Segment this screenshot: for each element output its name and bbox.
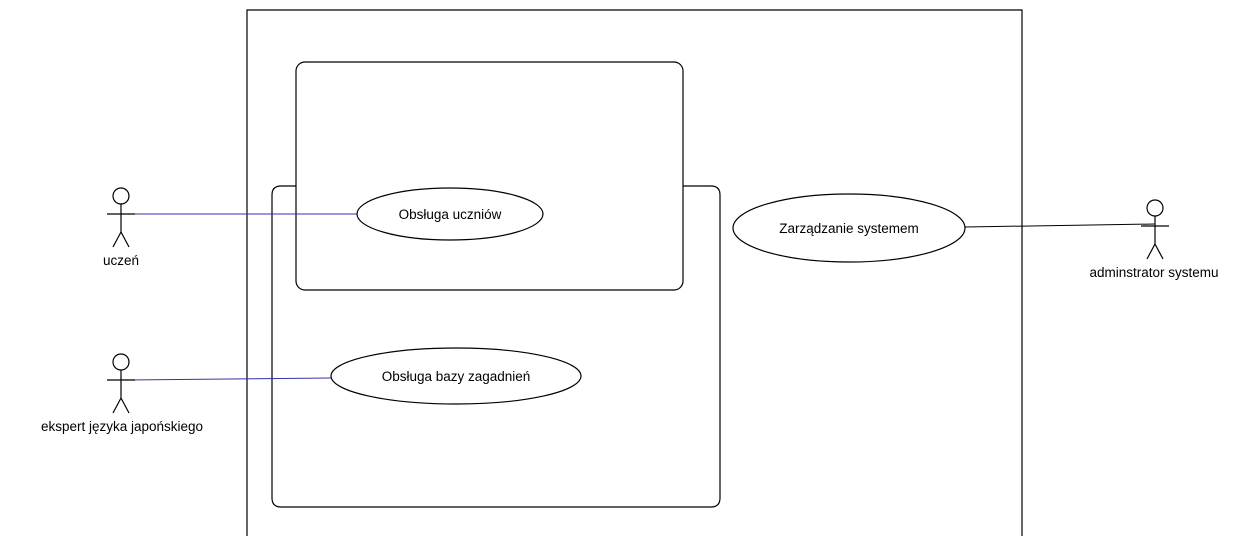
use-case-system-mgmt[interactable]: Zarządzanie systemem (732, 193, 966, 263)
actor-leg-left (112, 397, 122, 414)
use-case-topics-db-label: Obsługa bazy zagadnień (382, 369, 531, 384)
actor-student-label: uczeń (103, 253, 139, 268)
actor-leg-left (1146, 243, 1156, 260)
use-case-students[interactable]: Obsługa uczniów (356, 187, 544, 241)
actor-head (112, 353, 130, 371)
actor-leg-right (120, 397, 130, 414)
system-boundary (246, 9, 1023, 536)
use-case-students-label: Obsługa uczniów (399, 207, 502, 222)
actor-student[interactable]: uczeń (103, 187, 139, 268)
association-expert (120, 377, 332, 381)
use-case-system-mgmt-label: Zarządzanie systemem (779, 221, 919, 236)
use-case-topics-db[interactable]: Obsługa bazy zagadnień (330, 347, 582, 405)
use-case-ellipse (330, 347, 582, 405)
use-case-ellipse (732, 193, 966, 263)
actor-admin-label: adminstrator systemu (1089, 265, 1218, 280)
package-upper (295, 61, 684, 291)
actor-leg-right (120, 231, 130, 248)
actor-leg-left (112, 231, 122, 248)
association-admin (964, 223, 1156, 228)
actor-admin[interactable]: adminstrator systemu (1089, 199, 1219, 280)
actor-head (1146, 199, 1164, 217)
actor-expert-label: ekspert języka japońskiego (41, 419, 203, 434)
package-lower (271, 185, 721, 508)
actor-leg-right (1154, 243, 1164, 260)
use-case-ellipse (356, 187, 544, 241)
actor-head (112, 187, 130, 205)
actor-expert[interactable]: ekspert języka japońskiego (41, 353, 203, 434)
